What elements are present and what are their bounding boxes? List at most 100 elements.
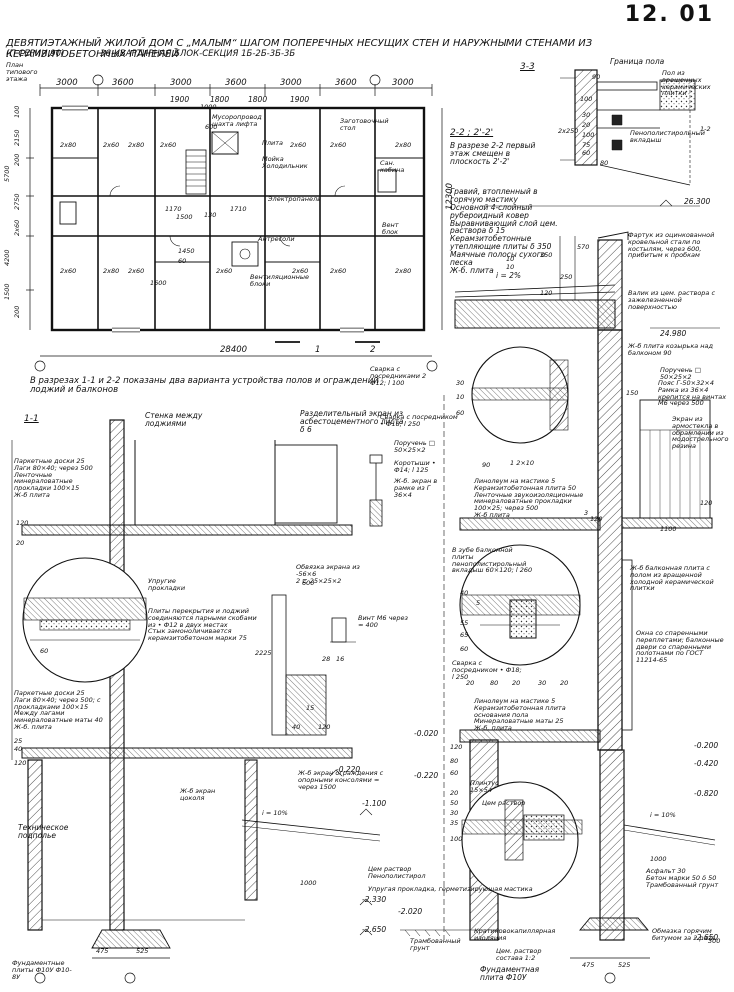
detail-dims-item: 60 (460, 645, 469, 653)
s33-dims-item: 20 (582, 121, 591, 129)
plan-top-dims-item: 3600 (225, 78, 247, 88)
s11-dims-item: 1000 (300, 879, 317, 887)
plan-label-antr: Антресоли (258, 235, 295, 243)
plan-top-dims-item: 3000 (170, 78, 192, 88)
section-3-3 (560, 69, 696, 186)
s11-dims-item: 475 (96, 947, 109, 955)
ground-dims-item: 30 (450, 809, 459, 817)
ground-dims-item: 80 (450, 757, 459, 765)
roof-apron: Фартук из оцинкованной кровельной стали … (628, 231, 715, 260)
ground-plinth: Плинтус 15×54 (470, 779, 499, 794)
balcony-elev: 24.980 (660, 329, 687, 338)
detail-dims-item: 120 (590, 515, 603, 523)
ground-mortar3: Цем. раствор состава 1:2 (496, 947, 542, 962)
plan-left-dims-item: 1500 (3, 283, 11, 300)
s11-dims-item: 20 (16, 539, 25, 547)
ground-dims-item: 100 (450, 835, 463, 843)
plan-rooms-item: 2x80 (395, 141, 412, 149)
s11-dims-item: 120 (16, 519, 29, 527)
ground-elevs-item: -0.220 (414, 771, 439, 780)
plan-top-dims-item: 3600 (112, 78, 134, 88)
drawing-series: (П СЕРИИ 90) (6, 49, 65, 59)
ground-elevs-item: -0.200 (694, 741, 719, 750)
plan-small-dims-item: 1600 (150, 279, 167, 287)
plan-left-dims-item: 2150 (13, 129, 21, 146)
plan-upper-dims-item: 1900 (290, 95, 310, 104)
plan-label-plita: Плита (262, 139, 284, 147)
detail-dims-item: 20 (560, 679, 569, 687)
plan-label-sink: Мойка Холодильник (262, 155, 308, 170)
ground-elevs-item: -2.650 (694, 933, 719, 942)
plan-rooms-item: 2x60 (103, 141, 120, 149)
plan-rooms-item: 2x80 (60, 141, 77, 149)
floor-border: Граница пола (610, 57, 665, 66)
plan-left-dims-item: 200 (13, 305, 21, 318)
plan-left-dims-item: 4200 (3, 249, 11, 266)
plan-rooms-item: 2x80 (103, 267, 120, 275)
s11-elevs-item: -0.220 (336, 765, 361, 774)
s11-dims-item: 2225 (255, 649, 272, 657)
ground-dims-item: 20 (450, 789, 459, 797)
s33-dims-item: 75 (582, 141, 591, 149)
ground-rammed: Трамбованный грунт (410, 937, 461, 952)
detail-window: Окна со спаренными переплетами; балконны… (636, 629, 724, 665)
s33-dims-item: 2x250 (558, 127, 579, 135)
section-1-1 (11, 419, 381, 984)
s11-dims-item: 28 (322, 655, 331, 663)
detail-dims-item: 20 (512, 679, 521, 687)
sections-note: В разрезах 1-1 и 2-2 показаны два вариан… (30, 376, 379, 395)
s11-dims-item: 120 (14, 759, 27, 767)
plan-small-dims-item: 1710 (230, 205, 247, 213)
floor-plan (26, 74, 443, 372)
plan-top-dims-item: 3600 (335, 78, 357, 88)
detail-lino2: Линолеум на мастике 5 Керамзитобетонная … (474, 697, 566, 733)
ground-dims-item: 525 (618, 961, 631, 969)
plan-label-cabin: Сан. кабина (380, 159, 405, 174)
plan-left-dims-item: 100 (13, 105, 21, 118)
plan-small-dims-item: 1000 (200, 103, 217, 111)
balcony-detail (369, 329, 713, 751)
detail-tooth: В зубе балконной плиты пенополистирольны… (452, 546, 533, 575)
s11-foundation: Фундаментные плиты Ф10У Ф10-8У (12, 959, 72, 981)
s11-dims-item: 120 (318, 723, 331, 731)
balcony-dims-item: 1100 (660, 525, 677, 533)
ground-slope: i = 10% (650, 811, 676, 819)
detail-dims-item: 1 2×10 (510, 459, 535, 467)
detail-lino1: Линолеум на мастике 5 Керамзитобетонная … (474, 477, 584, 520)
drawing-title: ДЕВЯТИЭТАЖНЫЙ ЖИЛОЙ ДОМ С „МАЛЫМ“ ШАГОМ … (6, 38, 593, 60)
s33-dims-item: 90 (592, 73, 601, 81)
ground-dims-item: 1000 (650, 855, 667, 863)
detail-dims-item: 60 (456, 409, 465, 417)
s11-elevs-item: -2.330 (362, 895, 387, 904)
plan-label: План типового этажа (6, 61, 38, 83)
plan-small-dims-item: 600 (205, 123, 218, 131)
s11-dims-item: 60 (40, 647, 49, 655)
detail-short: Коротыши • Ф14; l 125 (394, 459, 436, 474)
s11-floor2: Паркетные доски 25 Лаги 80×40; через 500… (14, 689, 103, 732)
balcony-screen: Экран из армостекла в обрамлении из модо… (672, 415, 729, 451)
ground-mortar1: Цем раствор (482, 799, 526, 807)
detail-dims-item: 3 (584, 509, 589, 517)
balcony-belt: Пояс Г-50×32×4 Рамка из 36×4 крепится на… (658, 379, 727, 408)
detail-dims-item: 20 (466, 679, 475, 687)
plan-axis-1: 1 (315, 345, 321, 355)
roof-elev: 26.300 (684, 197, 711, 206)
s33-dims-item: 100 (580, 95, 593, 103)
balcony-dims-item: 150 (626, 389, 639, 397)
detail-dims-item: 65 (460, 631, 469, 639)
detail-dims-item: 80 (490, 679, 499, 687)
plan-small-dims-item: 130 (204, 211, 217, 219)
balcony-slab: Ж-б плита козырька над балконом 90 (628, 342, 714, 357)
s11-elevs-item: -1.100 (362, 799, 387, 808)
ground-dims-item: 475 (582, 961, 595, 969)
detail-dims-item: 30 (456, 379, 465, 387)
ground-foundation: Фундаментная плита Ф10У (480, 965, 540, 982)
s11-dims-item: 15 (306, 704, 315, 712)
page-number: 12. 01 (624, 2, 714, 27)
ground-coat: Обмазка горячим битумом за 2 раза (652, 927, 715, 942)
ground-dims-item: 60 (450, 769, 459, 777)
detail-dims-item: 30 (538, 679, 547, 687)
s11-gaskets: Упругие прокладки (148, 577, 186, 592)
s11-slabs: Плиты перекрытия и лоджий соединяются па… (148, 607, 257, 643)
detail-dims-item: 55 (460, 619, 469, 627)
